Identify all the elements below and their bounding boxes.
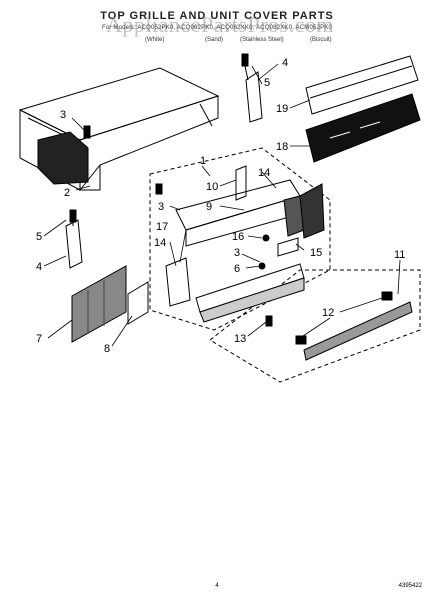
callout-4: 4 — [36, 261, 42, 273]
leader-lines — [43, 63, 401, 347]
callout-14: 14 — [258, 167, 270, 179]
assembly-box-1 — [149, 147, 331, 331]
callout-3: 3 — [60, 109, 66, 121]
page-number: 4 — [215, 583, 219, 589]
callout-3: 3 — [158, 201, 164, 213]
callout-5: 5 — [36, 231, 42, 243]
callout-16: 16 — [232, 231, 244, 243]
callout-5: 5 — [264, 77, 270, 89]
callout-18: 18 — [276, 141, 288, 153]
bottom-rail — [265, 291, 413, 361]
variant-sand: (Sand) — [205, 37, 224, 43]
callout-13: 13 — [234, 333, 246, 345]
callout-15: 15 — [310, 247, 322, 259]
bracket-4-top — [241, 53, 263, 123]
filter-door — [127, 281, 149, 325]
callout-2: 2 — [64, 187, 70, 199]
callout-1: 1 — [200, 155, 206, 167]
callout-11: 11 — [394, 249, 405, 261]
model-list: For Models: ACQ052PK0, ACQ062PK0, ACQ062… — [101, 25, 333, 31]
callout-6: 6 — [234, 263, 240, 275]
callout-10: 10 — [206, 181, 218, 193]
document-number: 4395422 — [398, 583, 422, 589]
page-title: TOP GRILLE AND UNIT COVER PARTS — [100, 10, 334, 22]
screw-3a — [83, 125, 91, 139]
bracket-4-left — [65, 209, 83, 269]
callout-19: 19 — [276, 103, 288, 115]
air-filter — [71, 265, 127, 343]
assembly-box-11 — [209, 269, 421, 383]
control-panel-assembly — [155, 165, 325, 323]
callout-8: 8 — [104, 343, 110, 355]
callout-14: 14 — [154, 237, 166, 249]
callout-7: 7 — [36, 333, 42, 345]
callout-3: 3 — [234, 247, 240, 259]
variant-biscuit: (Biscuit) — [310, 37, 332, 43]
variant-white: (White) — [145, 37, 165, 43]
grille-panel-19 — [305, 55, 419, 115]
callout-12: 12 — [322, 307, 334, 319]
callout-4: 4 — [282, 57, 288, 69]
callout-17: 17 — [156, 221, 168, 233]
callout-labels: 3 2 5 4 19 18 1 10 9 14 3 5 4 7 8 17 14 … — [36, 57, 405, 355]
grille-panel-18 — [305, 93, 421, 163]
callout-9: 9 — [206, 201, 212, 213]
watermark: AppliancePartsPros.com — [106, 12, 334, 37]
unit-cover — [18, 67, 220, 192]
variant-stainless: (Stainless Steel) — [240, 37, 284, 43]
